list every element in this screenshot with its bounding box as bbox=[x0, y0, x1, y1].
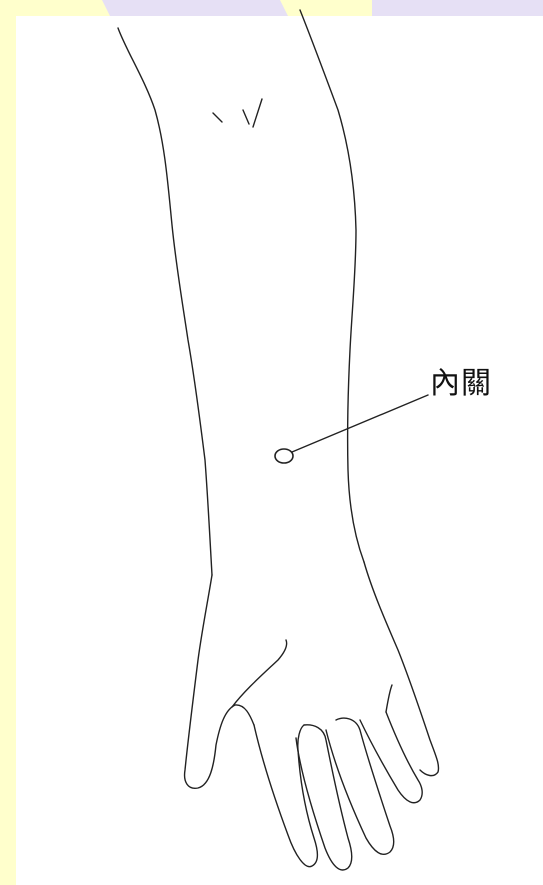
finger-base-line bbox=[386, 685, 392, 712]
acupoint-label: 內關 bbox=[430, 366, 492, 402]
thumb-web bbox=[232, 640, 287, 707]
arm-outline-left bbox=[118, 28, 212, 575]
arm-outline-right bbox=[300, 10, 364, 562]
thumb-outline bbox=[185, 575, 254, 788]
finger-little bbox=[360, 712, 422, 803]
hand-outer-edge bbox=[364, 562, 439, 776]
elbow-crease bbox=[213, 99, 262, 127]
acupoint-marker bbox=[275, 449, 293, 463]
label-leader-line bbox=[292, 395, 428, 452]
